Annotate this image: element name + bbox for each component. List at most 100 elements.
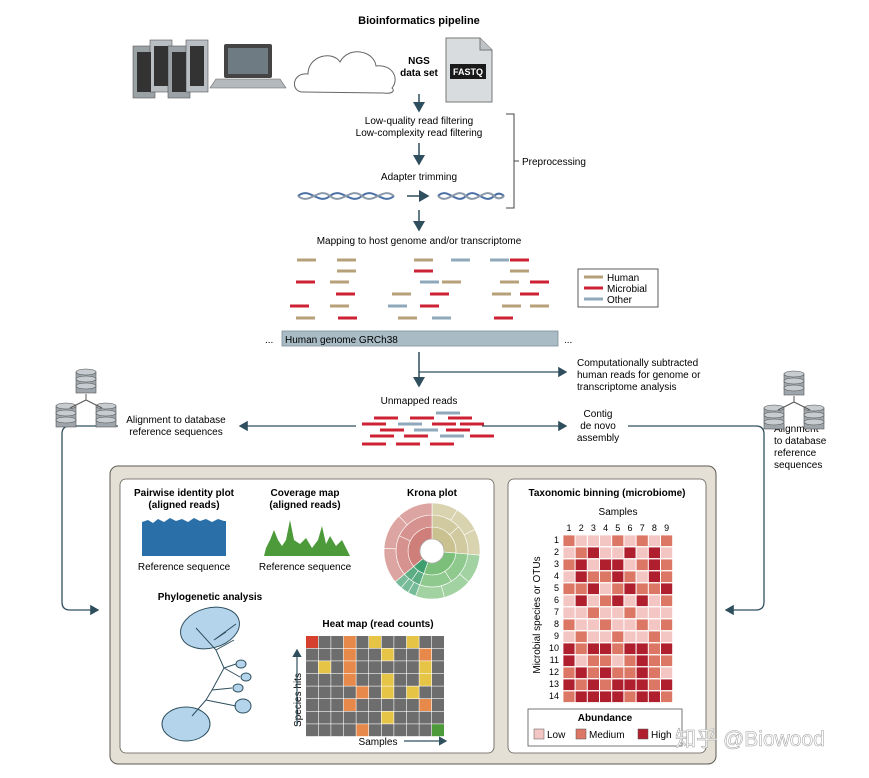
heatmap-cell (381, 661, 394, 674)
heatmap-cell (356, 661, 369, 674)
server-rack-icon (132, 39, 209, 99)
heatmap-cell (343, 699, 356, 711)
abundance-legend (527, 708, 683, 747)
taxonomic-cell (587, 606, 600, 619)
taxonomic-cell (635, 534, 649, 547)
heatmap-cell (381, 711, 394, 724)
abundance-medium: Medium (589, 730, 625, 741)
taxonomic-cell (660, 630, 673, 643)
krona-center (419, 538, 445, 564)
heatmap-cell (394, 673, 407, 686)
krona-wedge (398, 502, 433, 526)
taxonomic-cell (660, 558, 673, 571)
taxonomic-cell (587, 666, 600, 679)
taxonomic-cell (648, 594, 661, 607)
heatmap-ylabel: Species hits (293, 673, 304, 727)
taxonomic-cell (574, 666, 588, 679)
heatmap-cell (394, 648, 407, 661)
abundance-swatch-medium (575, 728, 587, 740)
heatmap-cell (306, 636, 318, 648)
taxonomic-cell (574, 546, 588, 559)
heatmap-cell (306, 711, 318, 724)
database-disk-top (803, 418, 825, 426)
taxonomic-cell (660, 618, 673, 631)
taxonomic-cell (623, 642, 637, 655)
taxonomic-cell (660, 666, 673, 679)
heatmap-cell (343, 686, 356, 699)
taxonomic-cell (599, 534, 612, 547)
taxonomic-cell (660, 642, 673, 655)
taxonomic-cell (611, 618, 625, 631)
taxonomic-column-label: 1 (566, 523, 571, 533)
heatmap-cell (406, 724, 419, 737)
database-disk-top (763, 411, 785, 419)
heatmap-cell (419, 661, 432, 674)
database-disk-top (783, 377, 805, 385)
taxonomic-cell (623, 678, 637, 691)
taxonomic-cell (562, 654, 576, 667)
taxonomic-column-label: 9 (664, 523, 669, 533)
heatmap-cell (318, 724, 331, 737)
heatmap-cell (306, 699, 318, 711)
adapter-trimming-label: Adapter trimming (381, 172, 457, 183)
database-icon (763, 370, 825, 430)
taxonomic-cell (611, 606, 625, 619)
taxonomic-cell (574, 690, 588, 703)
heatmap-cell (419, 711, 432, 724)
taxonomic-cell (611, 594, 625, 607)
heatmap-cell (381, 636, 394, 648)
taxonomic-cell (599, 606, 612, 619)
taxonomic-cell (623, 534, 637, 547)
trimmed-dna-helix-icon (437, 192, 505, 200)
database-disk-top (783, 370, 805, 378)
taxonomic-column-label: 8 (652, 523, 657, 533)
taxonomic-cell (587, 654, 600, 667)
alignment-left-line1: Alignment to database (126, 415, 226, 426)
taxonomic-cell (635, 654, 649, 667)
database-disk-top (55, 416, 77, 424)
taxonomic-cell (587, 582, 600, 595)
database-disk-top (763, 418, 785, 426)
database-disk-top (55, 409, 77, 417)
heatmap-cell (306, 661, 318, 674)
coverage-map-plot (264, 520, 350, 556)
taxonomic-cell (562, 546, 576, 559)
taxonomic-cell (574, 606, 588, 619)
taxonomic-cell (648, 582, 661, 595)
legend-human: Human (607, 273, 639, 284)
taxonomic-cell (623, 570, 637, 583)
taxonomic-cell (574, 558, 588, 571)
taxonomic-cell (623, 690, 637, 703)
subtracted-line1: Computationally subtracted (577, 358, 698, 369)
taxonomic-cell (611, 546, 625, 559)
database-link (69, 394, 103, 409)
taxonomic-cell (611, 570, 625, 583)
heatmap-cell (369, 636, 381, 648)
heatmap-cell (432, 661, 444, 674)
taxonomic-cell (562, 570, 576, 583)
krona-wedge (415, 584, 445, 600)
taxonomic-cell (660, 594, 673, 607)
krona-title: Krona plot (407, 488, 458, 499)
heatmap-cell (331, 711, 344, 724)
filter-step-quality: Low-quality read filtering (365, 116, 473, 127)
heatmap-cell (432, 686, 444, 699)
taxonomic-row-label: 4 (554, 571, 559, 581)
heatmap-cell (394, 661, 407, 674)
taxonomic-cell (635, 618, 649, 631)
taxonomic-cell (574, 618, 588, 631)
heatmap-cell (394, 699, 407, 711)
taxonomic-cell (574, 582, 588, 595)
genome-bar-label: Human genome GRCh38 (285, 335, 398, 346)
taxonomic-cell (648, 666, 661, 679)
heatmap-cell (419, 673, 432, 686)
heatmap-cell (318, 648, 331, 661)
coverage-caption: Reference sequence (259, 562, 352, 573)
heatmap-cell (331, 648, 344, 661)
taxonomic-row-label: 3 (554, 559, 559, 569)
diagram-title: Bioinformatics pipeline (358, 15, 480, 27)
taxonomic-cell (574, 570, 588, 583)
database-disk-top (803, 411, 825, 419)
heatmap-cell (406, 699, 419, 711)
taxonomic-cell (660, 534, 673, 547)
